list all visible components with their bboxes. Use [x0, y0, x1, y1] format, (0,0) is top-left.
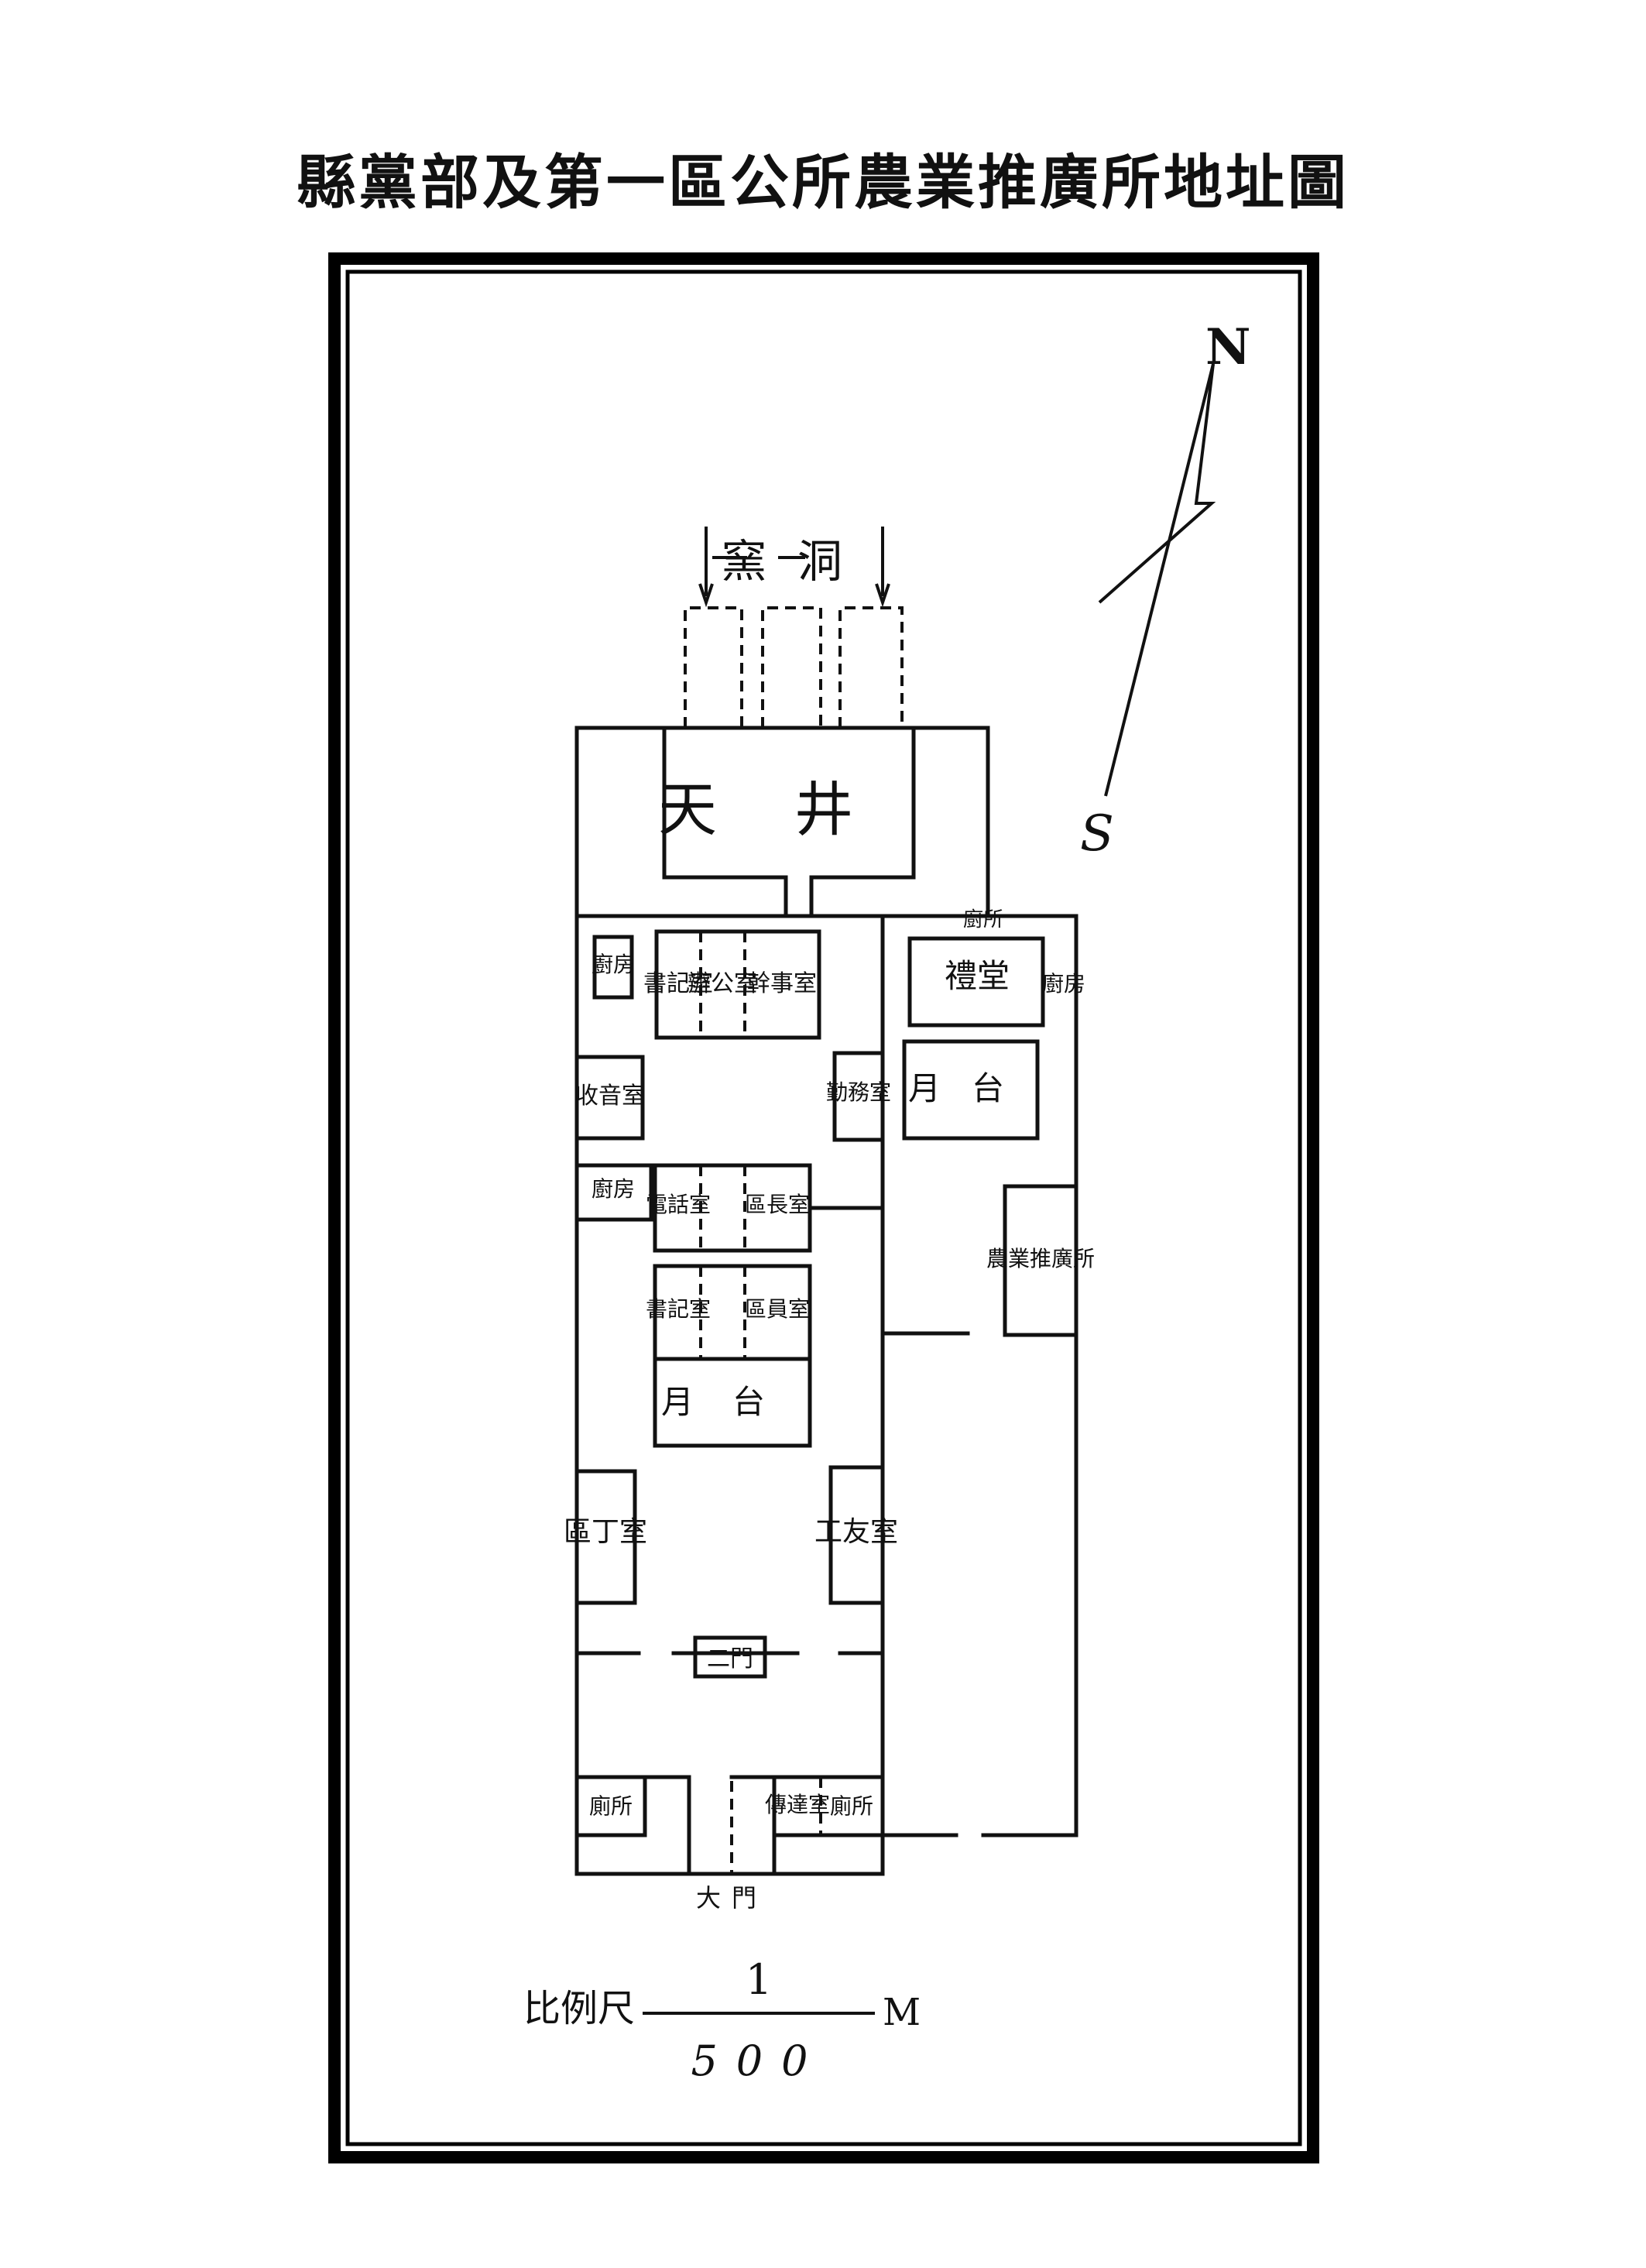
toilet-right-label: 廁所 [830, 1793, 873, 1819]
auditorium-room [907, 936, 1045, 1028]
front-rooms: 廁所 傳達室 廁所 [574, 1775, 885, 1876]
diagram-title: 縣黨部及第一區公所農業推廣所地址圖 [297, 148, 1349, 217]
scale-denominator: 500 [691, 2036, 826, 2085]
staff-room-label: 區員室 [745, 1296, 810, 1322]
secretary-room-1-label: 書記室 [643, 970, 713, 997]
radio-room-label: 收音室 [575, 1083, 645, 1110]
office-block: 書記室 辦公室 幹事室 [643, 929, 821, 1040]
cave-label: 窯洞 [722, 535, 873, 588]
chief-block: 電話室 區長室 [646, 1163, 812, 1253]
moon-terrace-2-label: 月台 [661, 1383, 804, 1421]
moon-terrace-1 [902, 1039, 1040, 1141]
agri-station-label: 農業推廣所 [986, 1246, 1095, 1271]
reception-room-label: 傳達室 [765, 1792, 830, 1817]
courtyard-label: 天井 [658, 775, 931, 844]
cave-dwellings: 窯洞 [684, 527, 904, 728]
inner-frame [345, 269, 1302, 2146]
duty-room-label: 勤務室 [826, 1079, 891, 1105]
kitchen-w-label: 廚房 [592, 1176, 635, 1202]
district-guard-room [574, 1469, 637, 1605]
scale-label: 比例尺 [523, 1987, 635, 2030]
worker-room-label: 工友室 [814, 1516, 898, 1548]
outer-frame [328, 252, 1319, 2163]
kitchen-nw-label: 廚房 [592, 952, 635, 977]
main-compound-walls [574, 914, 1078, 1876]
telephone-room-label: 電話室 [646, 1192, 711, 1217]
secretary-room-2-label: 書記室 [646, 1296, 711, 1322]
second-gate-label: 二門 [707, 1645, 753, 1673]
moon-terrace-1-label: 月台 [908, 1069, 1035, 1107]
kitchen-nw-room [592, 935, 634, 1000]
duty-room [832, 1051, 885, 1142]
scale-numerator: 1 [746, 1955, 772, 2004]
compass-south-label: S [1080, 805, 1114, 863]
kitchen-w-room [574, 1163, 653, 1222]
kitchen-ne-label: 廚房 [1042, 971, 1085, 997]
agri-station-room [1003, 1184, 1078, 1337]
office-room-label: 辦公室 [688, 970, 757, 997]
staff-block: 書記室 區員室 [646, 1264, 812, 1361]
meridian-line [1104, 363, 1215, 797]
scale-unit: M [883, 1991, 921, 2034]
chief-room-label: 區長室 [745, 1192, 810, 1217]
cadre-room-label: 幹事室 [747, 970, 817, 997]
compass: N S [1080, 318, 1251, 863]
auditorium-wing: 廚所 禮堂 廚房 [907, 908, 1085, 1028]
toilet-left-label: 廁所 [589, 1793, 633, 1819]
auditorium-label: 禮堂 [945, 957, 1010, 995]
moon-terrace-2 [653, 1357, 812, 1448]
district-guard-room-label: 區丁室 [564, 1516, 647, 1548]
worker-room [828, 1465, 885, 1605]
north-arrow-icon [1098, 363, 1216, 604]
main-gate-label: 大門 [696, 1883, 767, 1913]
radio-room [574, 1055, 645, 1141]
second-gate-wall: 二門 [574, 1635, 885, 1679]
compass-north-label: N [1205, 318, 1251, 376]
scale-bar: 比例尺 1 500 M [523, 1955, 921, 2085]
kitchen-top-label: 廚所 [963, 908, 1003, 932]
back-compound [574, 726, 1078, 918]
courtyard: 天井 [658, 726, 931, 918]
